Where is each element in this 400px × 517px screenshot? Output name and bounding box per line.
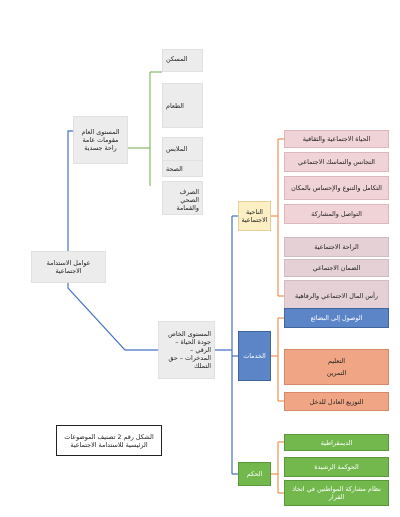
general-item-sanitation-line-3: والقمامة (176, 204, 199, 212)
services-item-income-label: التوزيع العادل للدخل (309, 397, 364, 406)
services-item-income: التوزيع العادل للدخل (284, 392, 389, 411)
figure-caption-line-1: الشكل رقم 2 تصنيف الموضوعات (64, 432, 154, 441)
social-item-1: الحياة الاجتماعية والثقافية (284, 130, 389, 148)
general-item-housing: المسكن (162, 49, 203, 72)
social-item-4-label: التواصل والمشاركة (311, 210, 362, 218)
general-level-line-2: مقومات عامة (82, 136, 119, 144)
special-level-line-5: التملك (194, 362, 211, 370)
services-item-access-label: الوصول إلى البضائع (310, 314, 363, 322)
social-item-7: رأس المال الاجتماعي والرفاهية (284, 280, 389, 312)
services-category-node: الخدمات (238, 331, 271, 381)
social-item-5-label: الراحة الاجتماعية (314, 243, 359, 251)
general-item-health: الصحة (162, 160, 203, 177)
root-line-1: عوامل الاستدامة (46, 259, 91, 267)
general-level-line-3: راحة جسدية (84, 144, 117, 152)
special-level-line-2: جودة الحياة – (175, 338, 211, 346)
social-item-1-label: الحياة الاجتماعية والثقافية (302, 135, 371, 143)
services-item-education-label: التعليم (327, 357, 346, 365)
general-item-clothing-label: الملابس (166, 145, 188, 153)
general-item-sanitation: الصرف الصحي والقمامة (162, 181, 203, 215)
governance-item-3: نظام مشاركة المواطنين في اتخاذ القرار (284, 480, 389, 506)
special-level-line-4: المدخرات – حق (168, 354, 211, 362)
special-level-line-1: المستوى الخاص (168, 330, 211, 338)
general-item-sanitation-line-1: الصرف (179, 188, 199, 196)
social-category-line-2: الاجتماعية (241, 216, 268, 224)
social-item-6-label: الضمان الاجتماعي (312, 264, 361, 272)
governance-item-3-label: نظام مشاركة المواطنين في اتخاذ القرار (292, 485, 381, 501)
social-category-node: الناحية الاجتماعية (238, 201, 271, 231)
general-item-clothing: الملابس (162, 137, 203, 161)
figure-caption: الشكل رقم 2 تصنيف الموضوعات الرئيسية للا… (56, 425, 162, 456)
general-item-food: الطعام (162, 83, 203, 128)
social-item-3-label: التكامل والتنوع والإحساس بالمكان (291, 184, 382, 192)
social-item-3: التكامل والتنوع والإحساس بالمكان (284, 176, 389, 200)
root-node: عوامل الاستدامة الاجتماعية (31, 251, 106, 283)
social-item-7-label: رأس المال الاجتماعي والرفاهية (295, 292, 378, 300)
social-category-line-1: الناحية (246, 208, 263, 216)
social-item-5: الراحة الاجتماعية (284, 237, 389, 257)
general-item-sanitation-line-2: الصحي (180, 196, 199, 204)
connector-root-general (67, 130, 73, 265)
special-level-node: المستوى الخاص جودة الحياة – الرقي – المد… (158, 321, 215, 379)
general-item-food-label: الطعام (166, 101, 184, 110)
general-item-housing-label: المسكن (166, 55, 188, 63)
governance-category-label: الحكم (246, 470, 263, 478)
root-line-2: الاجتماعية (55, 267, 82, 275)
services-item-training-label: التمرين (326, 369, 347, 377)
services-category-label: الخدمات (243, 352, 266, 360)
connector-root-special (67, 281, 158, 351)
general-level-node: المستوى العام مقومات عامة راحة جسدية (73, 116, 128, 164)
governance-item-2-label: الحوكمة الرشيدة (314, 463, 359, 471)
governance-item-1-label: الديمقراطية (320, 438, 353, 447)
governance-item-1: الديمقراطية (284, 434, 389, 451)
general-level-line-1: المستوى العام (81, 128, 120, 136)
social-item-4: التواصل والمشاركة (284, 204, 389, 224)
general-item-health-label: الصحة (166, 164, 183, 173)
figure-caption-line-2: الرئيسية للاستدامة الاجتماعية (70, 440, 148, 449)
services-item-access: الوصول إلى البضائع (284, 308, 389, 328)
special-level-line-3: الرقي – (190, 346, 211, 354)
social-item-6: الضمان الاجتماعي (284, 259, 389, 277)
governance-item-2: الحوكمة الرشيدة (284, 457, 389, 477)
services-item-education-training: التعليم التمرين (284, 349, 389, 385)
social-item-2: التجانس والتماسك الاجتماعي (284, 152, 389, 172)
social-item-2-label: التجانس والتماسك الاجتماعي (298, 158, 375, 166)
governance-category-node: الحكم (238, 462, 271, 486)
